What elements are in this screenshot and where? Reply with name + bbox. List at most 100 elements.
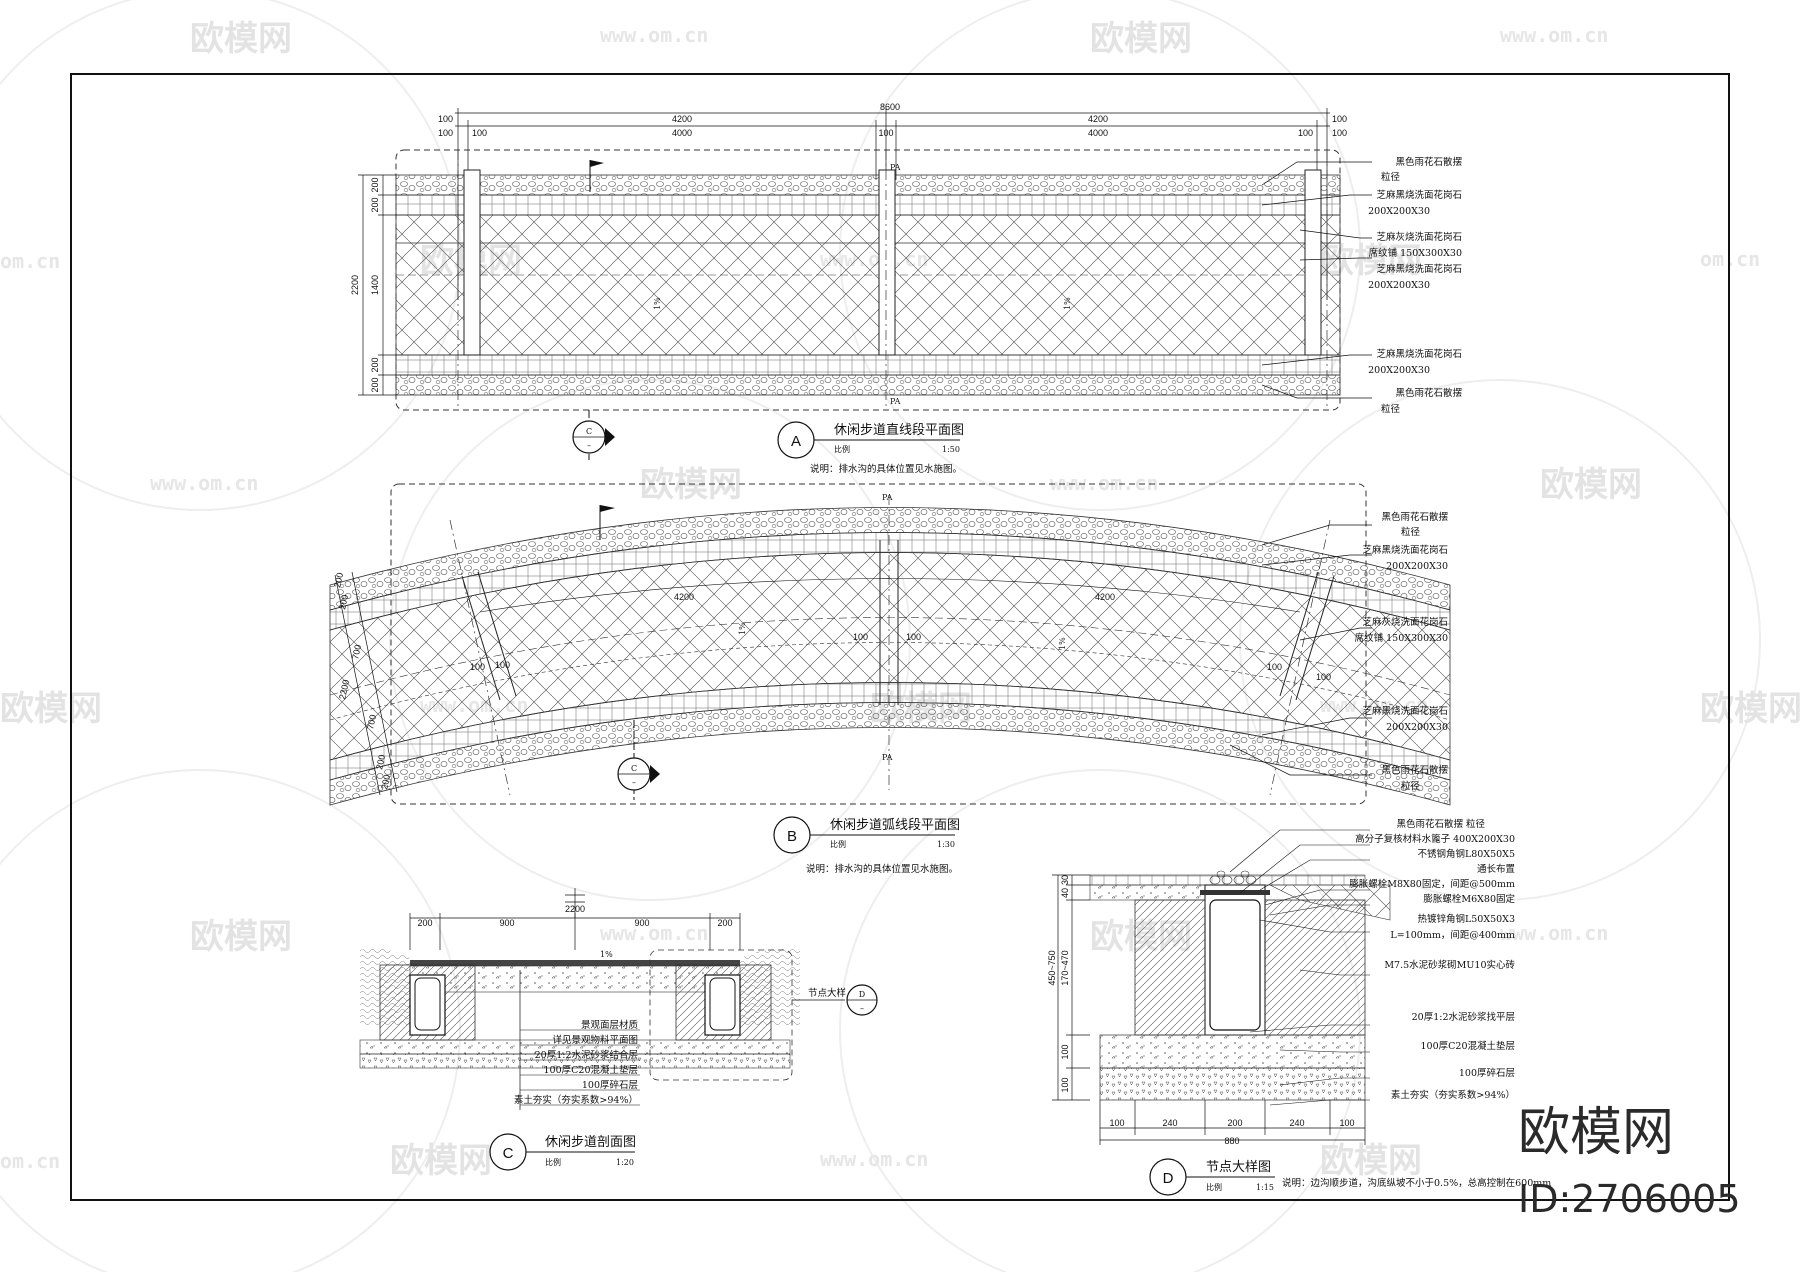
detail-d-dim-bottom-4: 100	[1339, 1118, 1354, 1128]
watermark-brand: 欧模网	[0, 689, 102, 729]
dim-a-left-5: 200	[370, 377, 380, 392]
section-c-tag: C	[503, 1145, 514, 1162]
plan-a-callout-3-l2: 200X200X30	[1368, 280, 1430, 291]
section-mark-c-arc: C –	[617, 720, 660, 800]
dim-a-top-4: 100	[1332, 114, 1347, 124]
detail-d-callout-9: 20厚1:2水泥砂浆找平层	[1412, 1011, 1515, 1023]
section-c-detail-ref: 节点大样 D –	[792, 984, 878, 1016]
plan-a-tag: A	[791, 433, 801, 450]
watermark-url: www.om.cn	[600, 23, 708, 47]
section-c-dim-2: 900	[634, 918, 649, 928]
detail-d-callout-12: 素土夯实（夯实系数>94%）	[1391, 1089, 1515, 1101]
section-c-layer-1: 详见景观物料平面图	[552, 1034, 638, 1046]
plan-a-callout-5-l1: 黑色雨花石散摆	[1395, 387, 1462, 399]
section-c-title: 休闲步道剖面图	[545, 1135, 636, 1150]
dim-a-top-1: 4200	[672, 114, 692, 124]
plan-b-callout-3-l1: 芝麻黑烧洗面花岗石	[1362, 705, 1448, 717]
plan-b-dim-inner-4: 100	[1267, 662, 1282, 672]
watermark-url: om.cn	[0, 249, 60, 273]
section-c-layer-2: 20厚1:2水泥砂浆结合层	[535, 1049, 638, 1061]
detail-d-dim-left-4: 100	[1060, 1044, 1070, 1059]
detail-d-dim-bottom-0: 100	[1109, 1118, 1124, 1128]
detail-d-dim-left-5: 100	[1060, 1077, 1070, 1092]
plan-a-axis-top: PA	[890, 163, 901, 172]
watermark-brand: 欧模网	[1700, 689, 1800, 729]
detail-d-callout-1: 高分子复核材料水篦子 400X200X30	[1355, 833, 1515, 845]
watermark-brand: 欧模网	[1090, 19, 1192, 59]
detail-d-callout-4: 膨胀螺栓M8X80固定，间距@500mm	[1349, 878, 1515, 890]
detail-d-scale-label: 比例	[1206, 1182, 1222, 1192]
watermark-url: www.om.cn	[600, 921, 708, 945]
plan-a-callouts	[1261, 161, 1372, 399]
watermark-url: www.om.cn	[150, 471, 258, 495]
plan-b-dim-inner-0: 100	[470, 662, 485, 672]
watermark-brand: 欧模网	[190, 917, 292, 957]
plan-b-callout-2-l2: 席纹铺 150X300X30	[1355, 632, 1448, 644]
plan-a-callout-5-l2: 粒径	[1381, 403, 1401, 415]
section-c-dim-1: 900	[499, 918, 514, 928]
plan-b-axis-top: PA	[882, 493, 893, 502]
detail-d-dim-left-2: 170~470	[1060, 950, 1070, 985]
plan-b-dim-inner-1: 100	[495, 660, 510, 670]
section-c-dim-0: 200	[417, 918, 432, 928]
section-c-title-block: C 休闲步道剖面图 比例 1:20	[489, 1133, 636, 1171]
dim-a-second-1: 100	[472, 128, 487, 138]
detail-d-callout-5: 膨胀螺栓M6X80固定	[1423, 893, 1515, 905]
watermark-brand: 欧模网	[1540, 465, 1642, 505]
plan-b-arc-section: PA PA 4200 4200 100 100 100 100 100 100 …	[329, 483, 1451, 875]
detail-d: 30 40 170~470 450~750 100 100	[1047, 818, 1551, 1196]
detail-d-dim-left-3: 450~750	[1047, 950, 1057, 985]
plan-b-dim-inner-3: 100	[906, 632, 921, 642]
dim-a-second-2: 4000	[672, 128, 692, 138]
plan-b-dim-inner-5: 100	[1316, 672, 1331, 682]
dim-a-second-4: 4000	[1088, 128, 1108, 138]
brand-block: 欧模网 ID:2706005	[1518, 1103, 1741, 1221]
dim-a-top-3: 4200	[1088, 114, 1108, 124]
plan-a-note: 说明：排水沟的具体位置见水施图。	[810, 463, 962, 475]
plan-a-straight-section: 100 4200 8600 4200 100 100 100 4000 100 …	[350, 102, 1462, 475]
watermark-brand: 欧模网	[390, 1141, 492, 1181]
detail-d-callout-0: 黑色雨花石散摆 粒径	[1396, 818, 1485, 830]
dim-a-top-total: 8600	[880, 102, 900, 112]
detail-d-title: 节点大样图	[1206, 1160, 1271, 1175]
section-c-dim-total: 2200	[565, 904, 585, 914]
plan-b-callout-2-l1: 芝麻灰烧洗面花岗石	[1362, 616, 1448, 628]
detail-d-callout-7: L=100mm，间距@400mm	[1390, 929, 1515, 941]
svg-text:–: –	[860, 1004, 864, 1013]
watermark-brand: 欧模网	[190, 19, 292, 59]
plan-b-slope-label: 1%	[738, 622, 747, 635]
section-mark-c: C –	[572, 410, 615, 460]
section-c-detail-ref-label: 节点大样	[808, 987, 846, 999]
plan-a-title: 休闲步道直线段平面图	[834, 423, 964, 438]
detail-d-dim-left-1: 40	[1060, 888, 1070, 898]
plan-a-callout-1-l2: 200X200X30	[1368, 206, 1430, 217]
plan-b-scale-label: 比例	[830, 839, 846, 849]
plan-b-callout-4-l2: 粒径	[1401, 780, 1421, 792]
dim-a-second-0: 100	[438, 128, 453, 138]
watermark-brand: 欧模网	[1320, 1141, 1422, 1181]
watermark-url: om.cn	[0, 1149, 60, 1173]
svg-text:–: –	[632, 778, 636, 787]
dim-a-left-total: 2200	[350, 275, 360, 295]
plan-a-axis-bottom: PA	[890, 397, 901, 406]
plan-b-note: 说明：排水沟的具体位置见水施图。	[806, 863, 958, 875]
section-c-detail-ref-tag: D	[859, 990, 865, 999]
detail-d-callout-2: 不锈钢角钢L80X50X5	[1417, 848, 1515, 860]
section-c-layer-4: 100厚碎石层	[582, 1079, 638, 1091]
plan-b-tag: B	[787, 828, 797, 845]
plan-b-callout-4-l1: 黑色雨花石散摆	[1381, 764, 1448, 776]
watermark-url: om.cn	[1700, 247, 1760, 271]
watermark-brand: 欧模网	[640, 465, 742, 505]
watermark-url: www.om.cn	[1050, 471, 1158, 495]
plan-a-title-block: A 休闲步道直线段平面图 比例 1:50 说明：排水沟的具体位置见水施图。	[777, 421, 964, 475]
detail-d-callout-3: 通长布置	[1477, 863, 1515, 875]
plan-b-arc-dim-0: 4200	[674, 592, 694, 602]
dim-b-left-2: 700	[350, 644, 363, 661]
plan-a-callout-1-l1: 芝麻黑烧洗面花岗石	[1376, 189, 1462, 201]
section-c-scale: 1:20	[616, 1158, 634, 1167]
section-c-scale-label: 比例	[545, 1157, 561, 1167]
plan-a-callout-3-l1: 芝麻黑烧洗面花岗石	[1376, 263, 1462, 275]
dim-a-left-3: 1400	[370, 275, 380, 295]
plan-a-scale-label: 比例	[834, 444, 850, 454]
plan-a-slope-label: 1%	[653, 297, 662, 310]
